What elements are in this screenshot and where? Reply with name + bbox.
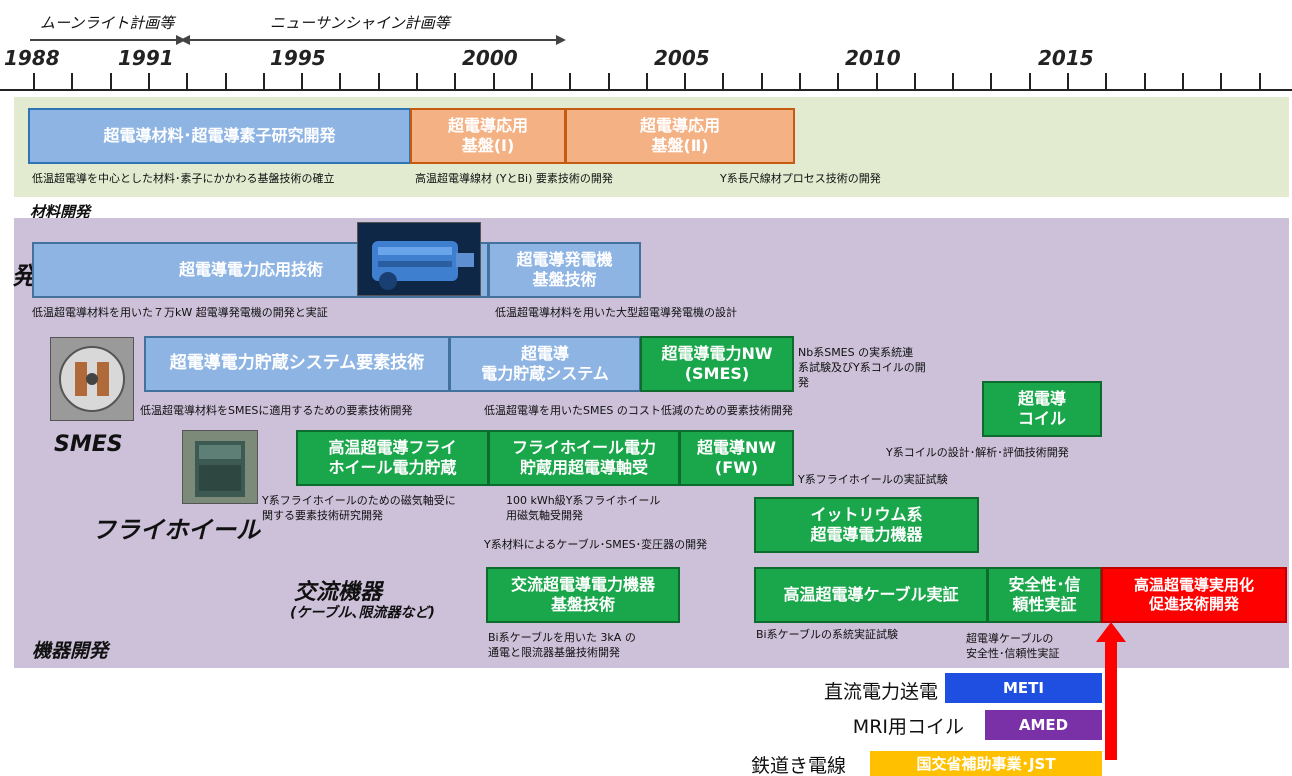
timeline-tick	[1220, 73, 1222, 91]
flywheel-box-2: フライホイール電力 貯蔵用超電導軸受	[488, 430, 680, 486]
ac-box-4: 高温超電導実用化 促進技術開発	[1101, 567, 1287, 623]
year-label-2005: 2005	[654, 46, 710, 70]
timeline-tick	[952, 73, 954, 91]
ac-note-3: 超電導ケーブルの 安全性･信頼性実証	[966, 632, 1060, 660]
generator-note-1: 低温超電導材料を用いた７万kW 超電導発電機の開発と実証	[32, 306, 328, 319]
materials-note-3: Y系長尺線材プロセス技術の開発	[720, 172, 881, 185]
timeline-tick	[301, 73, 303, 91]
ac-box-1: 交流超電導電力機器 基盤技術	[486, 567, 680, 623]
timeline-tick	[454, 73, 456, 91]
legend-label-dc: 直流電力送電	[823, 681, 938, 703]
ac-box-3: 安全性･信 頼性実証	[987, 567, 1102, 623]
year-label-2000: 2000	[462, 46, 518, 70]
timeline-tick	[1182, 73, 1184, 91]
timeline-tick	[148, 73, 150, 91]
timeline-tick	[914, 73, 916, 91]
smes-note-1: 低温超電導材料をSMESに適用するための要素技術開発	[140, 404, 413, 417]
generator-photo	[357, 222, 481, 296]
timeline-tick	[837, 73, 839, 91]
timeline-tick	[608, 73, 610, 91]
yttrium-box: イットリウム系 超電導電力機器	[754, 497, 979, 553]
flywheel-device-icon	[183, 431, 257, 503]
timeline-tick	[722, 73, 724, 91]
timeline-tick	[1259, 73, 1261, 91]
timeline-tick	[186, 73, 188, 91]
materials-note-2: 高温超電導線材 (YとBi) 要素技術の開発	[415, 172, 613, 185]
flywheel-note-2: 100 kWh級Y系フライホイール 用磁気軸受開発	[506, 494, 661, 522]
materials-box-1: 超電導材料･超電導素子研究開発	[28, 108, 411, 164]
materials-note-1: 低温超電導を中心とした材料･素子にかかわる基盤技術の確立	[32, 172, 335, 185]
timeline-tick	[569, 73, 571, 91]
timeline-tick	[225, 73, 227, 91]
ac-box-2: 高温超電導ケーブル実証	[754, 567, 988, 623]
timeline-tick	[1144, 73, 1146, 91]
timeline-tick	[416, 73, 418, 91]
timeline-tick	[71, 73, 73, 91]
program-label-new-sunshine: ニューサンシャイン計画等	[270, 14, 450, 32]
smes-label: SMES	[54, 432, 123, 457]
timeline-tick	[990, 73, 992, 91]
flywheel-photo	[182, 430, 258, 504]
legend-box-meti: METI	[945, 673, 1102, 703]
smes-coil-icon	[51, 338, 133, 420]
timeline-tick	[1067, 73, 1069, 91]
smes-box-1: 超電導電力貯蔵システム要素技術	[144, 336, 450, 392]
smes-box-3: 超電導電力NW (SMES)	[640, 336, 794, 392]
legend-label-rail: 鉄道き電線	[750, 755, 846, 776]
generator-machine-icon	[358, 223, 480, 295]
smes-box-2: 超電導 電力貯蔵システム	[449, 336, 641, 392]
materials-section-label: 材料開発	[30, 203, 91, 221]
smes-note-2: 低温超電導を用いたSMES のコスト低減のための要素技術開発	[484, 404, 793, 417]
timeline-tick	[493, 73, 495, 91]
ac-note-2: Bi系ケーブルの系統実証試験	[756, 628, 898, 641]
smes-note-right: Nb系SMES の実系統連 系試験及びY系コイルの開 発	[798, 346, 926, 389]
timeline-tick	[110, 73, 112, 91]
smes-photo	[50, 337, 134, 421]
flywheel-box-3: 超電導NW (FW)	[679, 430, 794, 486]
materials-box-3: 超電導応用 基盤(Ⅱ)	[565, 108, 795, 164]
year-label-2010: 2010	[845, 46, 901, 70]
flywheel-note-1: Y系フライホイールのための磁気軸受に 関する要素技術研究開発	[262, 494, 456, 522]
timeline-tick	[1105, 73, 1107, 91]
timeline-tick	[531, 73, 533, 91]
sc-coil-note: Y系コイルの設計･解析･評価技術開発	[886, 446, 1069, 459]
program-arrows	[30, 35, 566, 45]
sc-coil-box: 超電導 コイル	[982, 381, 1102, 437]
flywheel-box-1: 高温超電導フライ ホイール電力貯蔵	[296, 430, 489, 486]
flywheel-label: フライホイール	[92, 516, 260, 544]
ac-label: 交流機器	[294, 580, 383, 605]
timeline-tick	[761, 73, 763, 91]
legend-box-amed: AMED	[985, 710, 1102, 740]
year-label-1991: 1991	[118, 46, 174, 70]
equipment-section-label: 機器開発	[32, 640, 109, 662]
year-label-1988: 1988	[4, 46, 60, 70]
legend-box-mlit-jst: 国交省補助事業･JST	[870, 751, 1102, 776]
timeline-tick	[378, 73, 380, 91]
ac-note-1: Bi系ケーブルを用いた 3kA の 通電と限流器基盤技術開発	[488, 631, 636, 659]
timeline-tick	[799, 73, 801, 91]
year-label-2015: 2015	[1038, 46, 1094, 70]
materials-box-2: 超電導応用 基盤(Ⅰ)	[410, 108, 566, 164]
generator-box-2: 超電導発電機 基盤技術	[488, 242, 641, 298]
timeline-tick	[339, 73, 341, 91]
flywheel-note-3: Y系材料によるケーブル･SMES･変圧器の開発	[484, 538, 708, 551]
timeline-tick	[684, 73, 686, 91]
timeline-tick	[646, 73, 648, 91]
timeline-tick	[1029, 73, 1031, 91]
timeline-tick	[263, 73, 265, 91]
year-label-1995: 1995	[270, 46, 326, 70]
flywheel-note-right: Y系フライホイールの実証試験	[798, 473, 948, 486]
generator-note-2: 低温超電導材料を用いた大型超電導発電機の設計	[495, 306, 737, 319]
program-label-moonlight: ムーンライト計画等	[40, 14, 175, 32]
timeline-tick	[876, 73, 878, 91]
ac-sublabel: (ケーブル､限流器など)	[290, 605, 435, 621]
red-up-arrow	[1096, 622, 1126, 760]
legend-label-mri: MRI用コイル	[852, 716, 964, 738]
timeline-tick	[33, 73, 35, 91]
